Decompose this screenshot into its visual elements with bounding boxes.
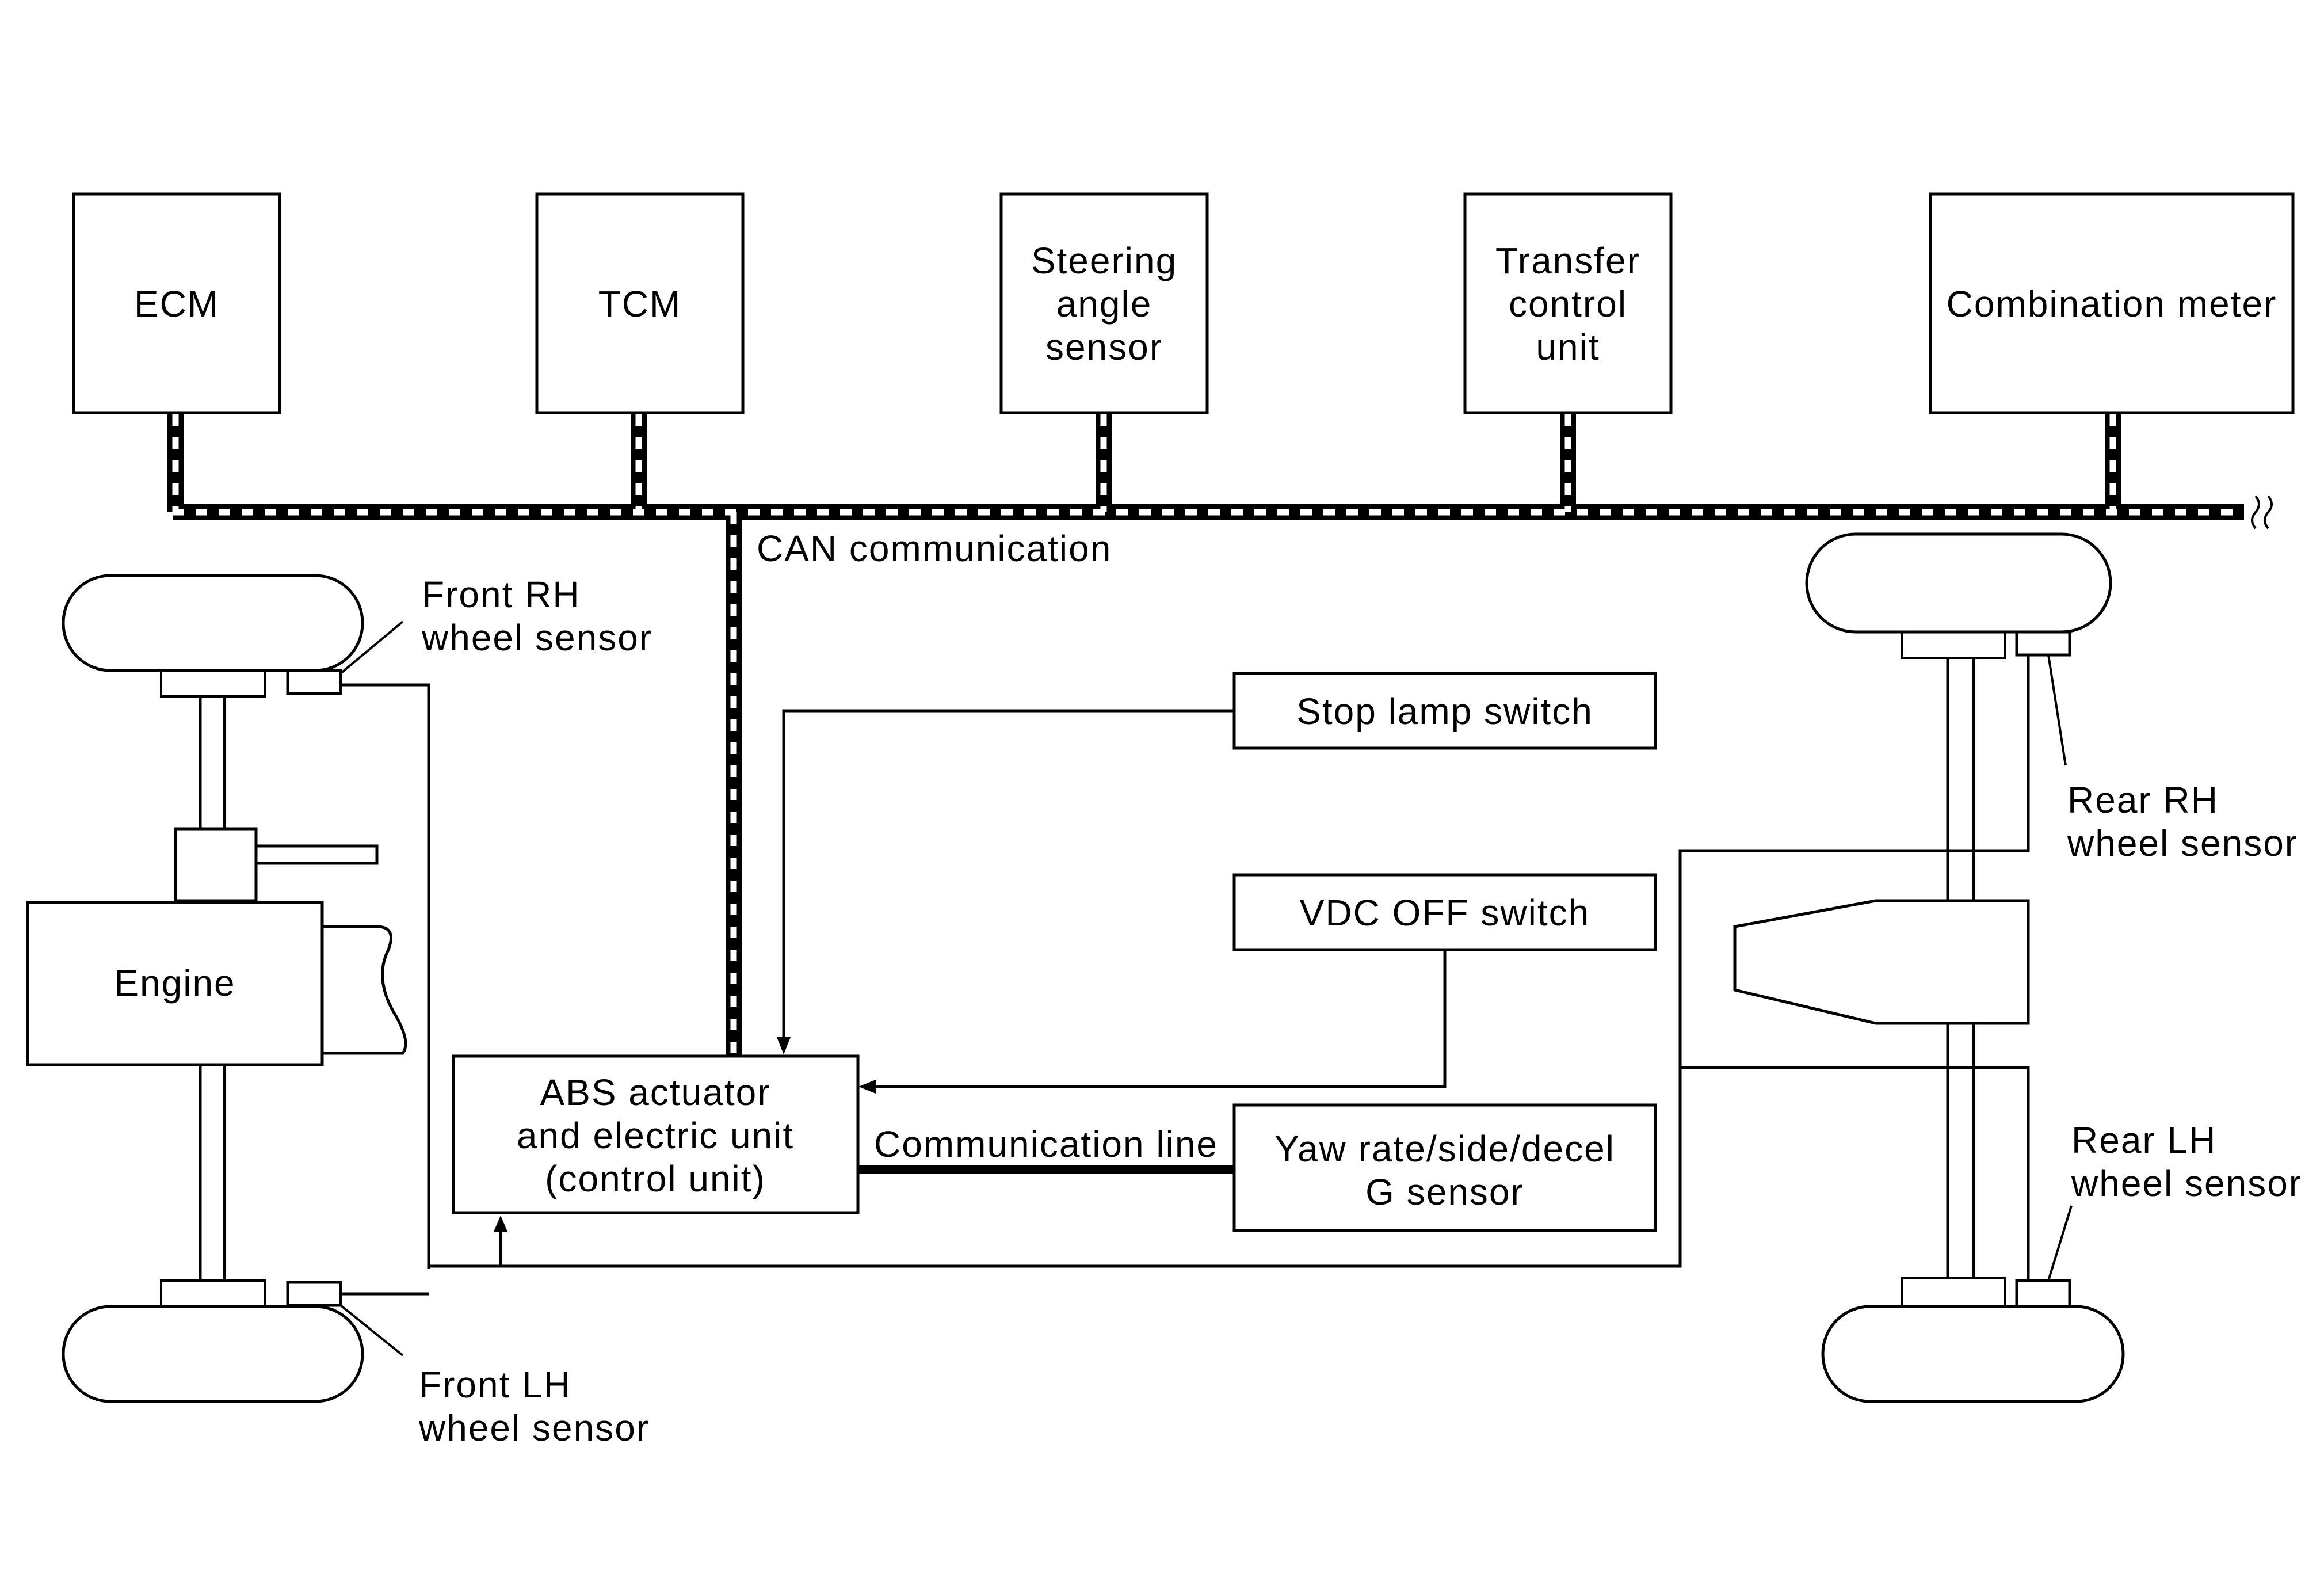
rear-lh-wheel [1821,1277,2125,1403]
can-bus [167,414,2273,1056]
front-rh-wire [341,683,430,1269]
steering-angle-sensor-box: Steering angle sensor [999,192,1209,414]
bus-continuation-mark [2251,495,2273,530]
abs-label-line-2: and electric unit [517,1115,794,1156]
steering-knuckle [174,827,258,902]
transfer-label-line-2: control [1509,283,1627,325]
rear-rh-sensor-callout: Rear RH wheel sensor [2047,654,2298,864]
front-rh-wheel [62,574,364,698]
rear-lh-wire [1680,1066,2030,1281]
vdc-off-switch-box: VDC OFF switch [1232,873,1657,951]
tcm-box: TCM [535,192,745,414]
combination-meter-box: Combination meter [1929,192,2295,414]
steering-label-line-3: sensor [1045,326,1163,368]
yaw-label-line-2: G sensor [1365,1171,1524,1213]
stop-lamp-switch-box: Stop lamp switch [1232,672,1657,750]
can-communication-label: CAN communication [757,528,1112,569]
transfer-label-line-3: unit [1536,326,1600,368]
rear-rh-wheel [1805,532,2112,659]
front-rh-tone-ring [160,669,266,698]
abs-label-line-3: (control unit) [545,1158,766,1199]
ecm-box: ECM [72,192,281,414]
steering-label-line-1: Steering [1031,240,1177,281]
abs-actuator-box: ABS actuator and electric unit (control … [452,1054,860,1214]
rear-rh-label-line-2: wheel sensor [2067,822,2298,864]
stop-lamp-signal-line [782,709,1234,1041]
rear-lh-sensor-body [2015,1279,2071,1308]
front-rh-sensor-body [286,669,342,695]
front-lh-label-line-1: Front LH [419,1364,571,1405]
communication-line-label: Communication line [874,1123,1218,1165]
ecm-label: ECM [134,283,219,325]
abs-label-line-1: ABS actuator [540,1072,770,1113]
steering-label-line-2: angle [1056,283,1153,325]
sensor-to-abs-arrow [494,1216,507,1232]
rear-axle [1733,658,2030,1278]
yaw-label-line-1: Yaw rate/side/decel [1274,1128,1615,1170]
engine-label: Engine [114,962,235,1004]
rear-lh-sensor-callout: Rear LH wheel sensor [2047,1119,2302,1281]
front-axle [174,696,379,1281]
engine-block: Engine [26,901,407,1066]
vdc-off-arrow [858,1080,876,1094]
combination-meter-label: Combination meter [1947,283,2277,325]
stop-lamp-arrow [777,1037,791,1054]
front-rh-label-line-1: Front RH [422,574,581,615]
yaw-rate-sensor-box: Yaw rate/side/decel G sensor [1232,1103,1657,1232]
front-lh-wheel [62,1279,364,1403]
rear-differential [1733,899,2030,1025]
rear-rh-wire [429,655,2030,1268]
front-lh-sensor-callout: Front LH wheel sensor [339,1304,650,1449]
vdc-off-signal-line [873,950,1447,1088]
vdc-off-switch-label: VDC OFF switch [1300,892,1590,934]
rear-lh-tone-ring [1901,1277,2006,1308]
front-lh-sensor-body [286,1281,342,1307]
rear-rh-sensor-body [2015,630,2071,657]
front-rh-sensor-callout: Front RH wheel sensor [339,574,652,675]
rear-rh-label-line-1: Rear RH [2067,779,2219,821]
stop-lamp-switch-label: Stop lamp switch [1296,691,1593,732]
rear-lh-label-line-2: wheel sensor [2071,1163,2302,1204]
front-lh-label-line-2: wheel sensor [418,1407,650,1449]
transfer-label-line-1: Transfer [1495,240,1640,281]
steering-rod [254,844,379,865]
rear-rh-tone-ring [1901,631,2006,659]
wheel-sensor-wiring [341,655,2030,1296]
front-lh-tone-ring [160,1279,266,1308]
tcm-label: TCM [598,283,682,325]
front-rh-label-line-2: wheel sensor [421,617,652,658]
transfer-control-unit-box: Transfer control unit [1463,192,1673,414]
rear-lh-label-line-1: Rear LH [2071,1119,2216,1161]
